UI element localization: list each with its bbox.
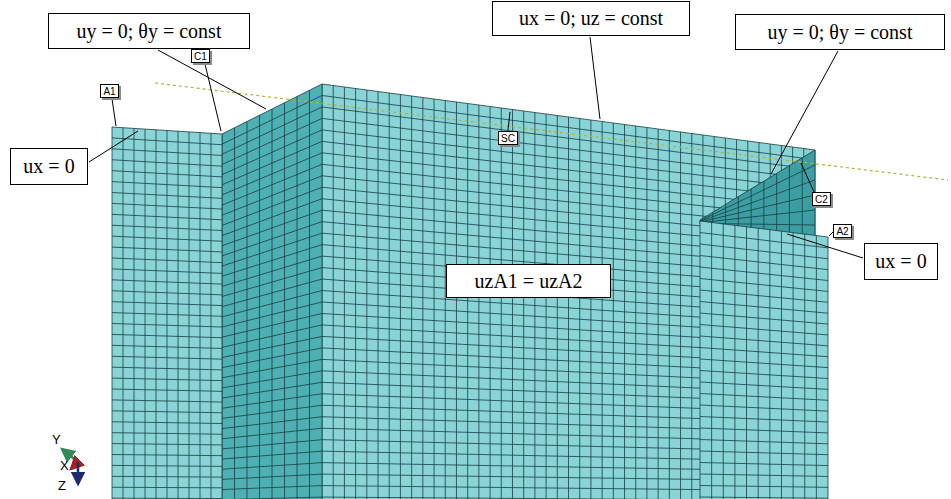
boundary-condition-box: ux = 0 <box>10 148 88 185</box>
point-tag: C1 <box>191 49 210 63</box>
leader-line <box>158 50 266 109</box>
face-fill <box>222 84 322 499</box>
point-name: SC <box>501 133 515 144</box>
element-grid <box>112 127 222 499</box>
leader-line <box>771 51 838 174</box>
boundary-condition-box: ux = 0; uz = const <box>492 1 690 36</box>
point-name: C1 <box>194 51 207 62</box>
shell-mesh <box>112 84 828 499</box>
leader-line <box>112 99 116 126</box>
element-grid <box>700 221 828 499</box>
point-tag: A1 <box>100 84 119 98</box>
condition-text: uy = 0; θy = const <box>768 21 913 44</box>
leader-line <box>205 64 221 131</box>
condition-text: ux = 0 <box>23 155 74 178</box>
condition-text: uzA1 = uzA2 <box>475 270 583 293</box>
condition-text: ux = 0; uz = const <box>519 7 663 30</box>
condition-text: ux = 0 <box>875 250 926 273</box>
point-tag: C2 <box>812 192 831 206</box>
z-axis-arrow <box>77 462 80 484</box>
point-name: A2 <box>836 226 848 237</box>
face-fill <box>112 127 222 499</box>
lip-face <box>112 127 222 499</box>
point-name: A1 <box>103 86 115 97</box>
axis-label: X <box>60 458 69 473</box>
lip-face <box>700 221 828 499</box>
point-tag: A2 <box>833 224 852 238</box>
point-name: C2 <box>815 194 828 205</box>
leader-lines <box>89 37 863 258</box>
boundary-condition-box: ux = 0 <box>864 243 938 280</box>
axis-label: Z <box>58 478 66 493</box>
shear-centre-axis <box>155 83 948 180</box>
point-tag: SC <box>498 131 518 145</box>
element-grid <box>222 84 322 499</box>
leader-line <box>89 131 138 162</box>
leader-line <box>590 37 600 119</box>
condition-text: uy = 0; θy = const <box>77 20 222 43</box>
boundary-condition-box: uy = 0; θy = const <box>48 13 250 49</box>
constraint-box: uzA1 = uzA2 <box>446 264 611 298</box>
boundary-condition-box: uy = 0; θy = const <box>735 14 945 50</box>
face-fill <box>700 221 828 499</box>
leader-line <box>508 112 510 130</box>
flange-face <box>222 84 322 499</box>
axis-label: Y <box>52 432 61 447</box>
leader-line <box>801 163 814 192</box>
